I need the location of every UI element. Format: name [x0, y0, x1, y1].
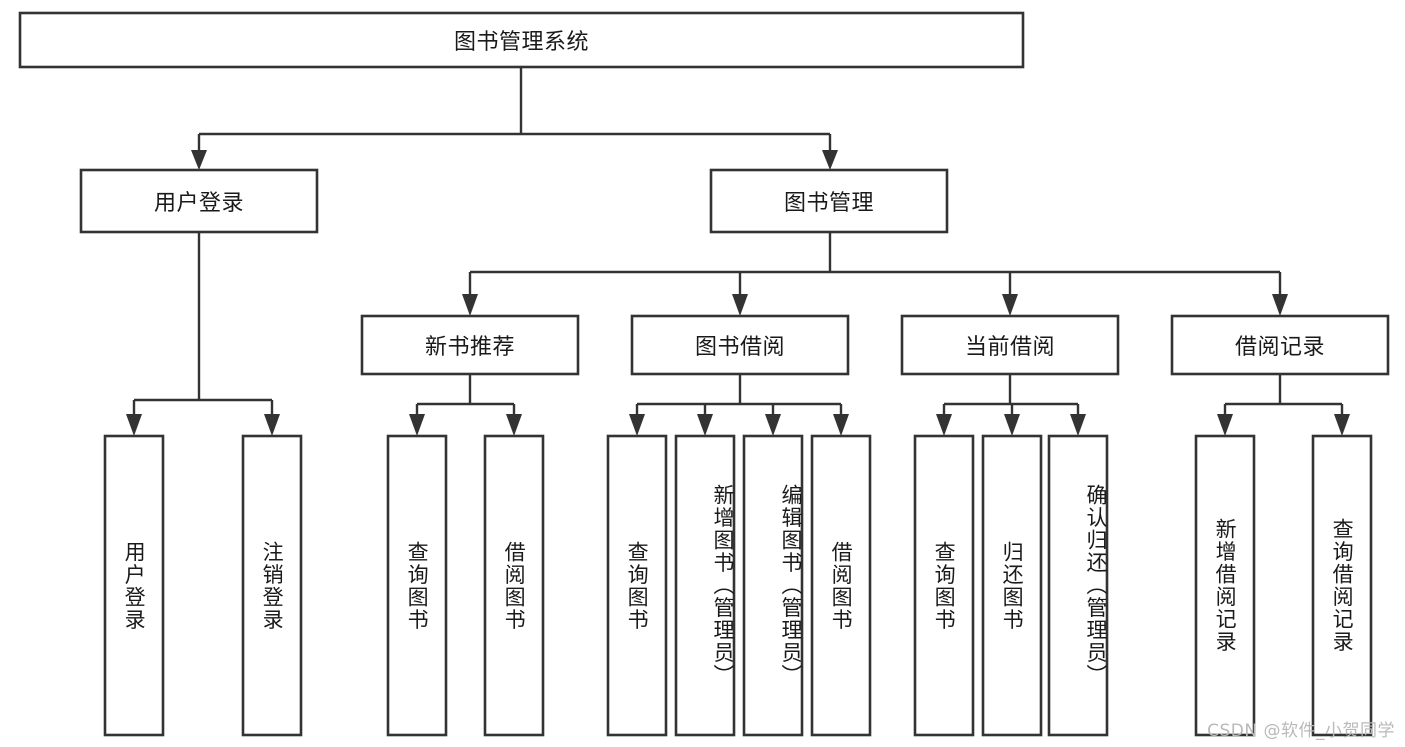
- arrow-head-leaf-confirm-return: [1070, 414, 1086, 436]
- node-box-leaf-query-book-2[interactable]: [606, 434, 668, 737]
- arrow-head-user-login: [191, 150, 207, 170]
- node-box-leaf-return-book[interactable]: [981, 434, 1043, 737]
- node-box-leaf-logout[interactable]: [241, 434, 303, 737]
- arrow-head-leaf-query-book-2: [629, 414, 645, 436]
- node-box-leaf-confirm-return[interactable]: [1047, 434, 1109, 737]
- node-box-layer: [18, 11, 1390, 737]
- arrow-head-new-book-rec: [462, 294, 478, 316]
- node-box-new-book-rec[interactable]: [360, 314, 580, 376]
- arrow-head-leaf-user-login: [126, 414, 142, 436]
- arrow-head-leaf-edit-book: [765, 414, 781, 436]
- node-box-leaf-query-book-1[interactable]: [386, 434, 448, 737]
- arrow-head-current-borrow: [1002, 294, 1018, 316]
- arrow-head-leaf-borrow-book-1: [506, 414, 522, 436]
- arrow-head-leaf-return-book: [1004, 414, 1020, 436]
- arrow-head-leaf-add-record: [1217, 414, 1233, 436]
- arrow-head-leaf-borrow-book-2: [833, 414, 849, 436]
- connector-layer: [126, 67, 1350, 436]
- node-box-current-borrow[interactable]: [900, 314, 1120, 376]
- arrow-head-borrow-record: [1272, 294, 1288, 316]
- arrow-head-book-mgmt: [822, 150, 838, 170]
- node-box-leaf-borrow-book-1[interactable]: [483, 434, 545, 737]
- node-box-root[interactable]: [18, 11, 1025, 69]
- arrow-head-leaf-logout: [264, 414, 280, 436]
- arrow-head-leaf-add-book: [697, 414, 713, 436]
- node-box-leaf-query-record[interactable]: [1311, 434, 1373, 737]
- node-box-leaf-user-login[interactable]: [103, 434, 165, 737]
- node-box-user-login[interactable]: [79, 168, 319, 234]
- node-box-leaf-query-book-3[interactable]: [913, 434, 975, 737]
- watermark: CSDN @软件_小贺同学: [1207, 721, 1395, 741]
- node-box-book-borrow[interactable]: [630, 314, 850, 376]
- node-box-leaf-add-record[interactable]: [1194, 434, 1256, 737]
- arrow-head-leaf-query-book-3: [936, 414, 952, 436]
- node-box-leaf-add-book[interactable]: [674, 434, 736, 737]
- node-box-leaf-edit-book[interactable]: [742, 434, 804, 737]
- node-box-book-mgmt[interactable]: [709, 168, 949, 234]
- node-box-leaf-borrow-book-2[interactable]: [810, 434, 872, 737]
- node-box-borrow-record[interactable]: [1170, 314, 1390, 376]
- arrow-head-leaf-query-book-1: [409, 414, 425, 436]
- arrow-head-book-borrow: [732, 294, 748, 316]
- arrow-head-leaf-query-record: [1334, 414, 1350, 436]
